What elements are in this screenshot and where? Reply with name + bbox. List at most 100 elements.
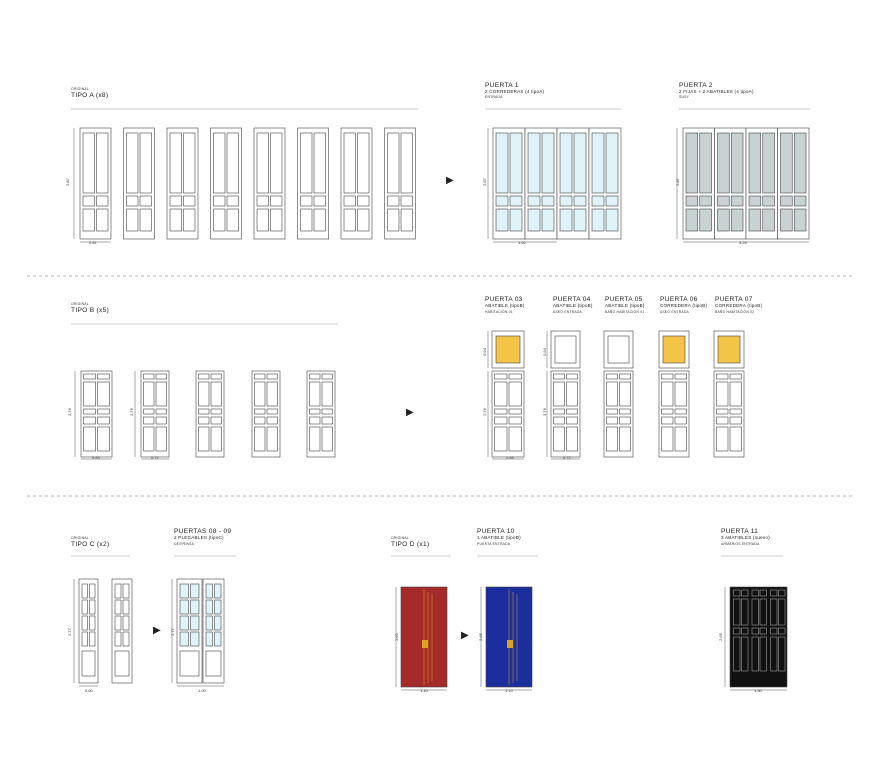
puerta-03-panel [508,373,522,380]
tipo-b-leaf-panel [309,381,321,407]
puerta-11-panel [778,636,786,672]
tipo-b-leaf-panel [210,416,222,425]
puerta-1-leaf-panel [509,208,523,232]
puerta-05-panel [606,426,618,452]
tipo-c-leaf-pane [114,583,122,599]
puerta-05-sub: ABATIBLE (tipoB) [605,303,645,308]
puerta-2-leaf-panel [717,132,730,194]
tipo-b-height-2: 2.76 [128,408,134,416]
tipo-b-leaf-panel [155,416,167,425]
puerta-03-panel [508,426,522,452]
puerta-04-panel [553,416,565,425]
tipo-b-leaf-panel [266,408,278,415]
puerta-03-height: 2.76 [481,408,487,416]
puerta-1-leaf-panel [605,195,619,207]
puerta-03-panel [508,408,522,415]
puerta-10-title: PUERTA 10 [477,528,515,535]
tipo-b-leaf-panel [309,416,321,425]
puerta-03-note: HABITACIÓN 01 [485,310,513,314]
puerta-11-panel [741,598,749,626]
puerta-11-title: PUERTA 11 [721,528,759,535]
puerta-1-leaf-panel [573,195,587,207]
tipo-a-leaf-panel [226,208,239,232]
tipo-d-width: 1.10 [420,688,428,693]
tipo-c-leaf-pane [114,631,122,647]
puerta-2-leaf-panel [748,132,762,194]
puerta-10-width: 1.10 [505,688,513,693]
puerta-03-panel [494,426,508,452]
puerta-2-leaf-panel [780,132,793,194]
puerta-06-sub: CORREDERA (tipoB) [660,303,708,308]
tipo-a-leaf-panel [256,195,269,207]
puerta-2-leaf-panel [717,208,730,232]
tipo-a-leaf-panel [400,208,413,232]
puerta-2-leaf-panel [730,208,744,232]
tipo-a-leaf-panel [343,208,356,232]
tipo-a-leaf-panel [213,132,226,194]
tipo-d-title: TIPO D (x1) [391,541,430,548]
tipo-c-leaf-pane [122,599,130,615]
puerta-07-transom-panel [717,335,741,364]
puerta-1-leaf-panel [591,208,605,232]
tipo-c-leaf-pane [81,631,88,647]
tipo-b-leaf-panel [309,408,321,415]
puerta-2-leaf-panel [780,208,793,232]
puerta-11-panel [759,598,767,626]
tipo-a-kicker: ORIGINAL [71,87,89,91]
puerta-05-title: PUERTA 05 [605,296,643,303]
arrow-right-icon: ▶ [406,407,414,418]
puerta-1-leaf-panel [559,132,573,194]
tipo-c-leaf-pane [81,583,88,599]
tipo-b-leaf-panel [198,408,210,415]
tipo-a-leaf-panel [183,132,196,194]
puerta-10-height: 2.65 [477,633,483,641]
puerta-11-panel [741,627,749,635]
tipo-a-leaf-panel [270,208,283,232]
puerta-2-leaf-panel [730,132,744,194]
puerta-05-panel [619,426,631,452]
puerta-2-leaf-panel [730,195,744,207]
puertas-08-09-leaf-pane [179,583,189,599]
puerta-05-panel [606,416,618,425]
tipo-a-leaf-panel [139,208,152,232]
tipo-b-kicker: ORIGINAL [71,302,89,306]
tipo-c-leaf-pane [81,599,88,615]
puerta-04-panel [553,408,565,415]
tipo-a-leaf-panel [82,132,95,194]
tipo-c-kicker: ORIGINAL [71,536,89,540]
puerta-11-panel [759,589,767,597]
tipo-a-leaf-panel [183,208,196,232]
puerta-03-title: PUERTA 03 [485,296,523,303]
tipo-c-leaf-pane [114,615,122,631]
tipo-a-leaf-panel [183,195,196,207]
puerta-04-transom-panel [554,335,577,364]
puerta-04-top-height: 0.94 [541,348,547,356]
puerta-11-panel [741,636,749,672]
puerta-2-leaf-panel [762,132,775,194]
puertas-08-09-leaf-pane [214,583,222,599]
tipo-a-leaf-panel [213,208,226,232]
tipo-b-title: TIPO B (x5) [71,307,110,314]
tipo-a-leaf-panel [126,195,139,207]
puerta-05-note: BAÑO HABITACIÓN 01 [605,310,645,314]
puerta-2-note: SUSY [679,95,690,99]
puerta-05-panel [606,381,618,407]
tipo-c-leaf-panel [81,650,96,677]
puerta-11-panel [770,627,778,635]
tipo-c-leaf-pane [122,615,130,631]
puerta-1-leaf-panel [509,132,523,194]
puerta-11-panel [759,636,767,672]
tipo-a-leaf-panel [300,132,313,194]
puerta-1-leaf-panel [559,208,573,232]
puerta-07-panel [716,381,729,407]
puerta-10-door-handle-icon [507,640,513,648]
puerta-06-panel [661,381,674,407]
puerta-03-panel [508,381,522,407]
puerta-10-sub: 1 ABATIBLE (tipoD) [477,535,521,540]
tipo-b-leaf-panel [210,373,222,380]
puertas-08-09-leaf-pane [190,631,200,647]
puerta-06-panel [674,381,687,407]
tipo-a-leaf-panel [270,195,283,207]
puerta-07-panel [729,381,742,407]
